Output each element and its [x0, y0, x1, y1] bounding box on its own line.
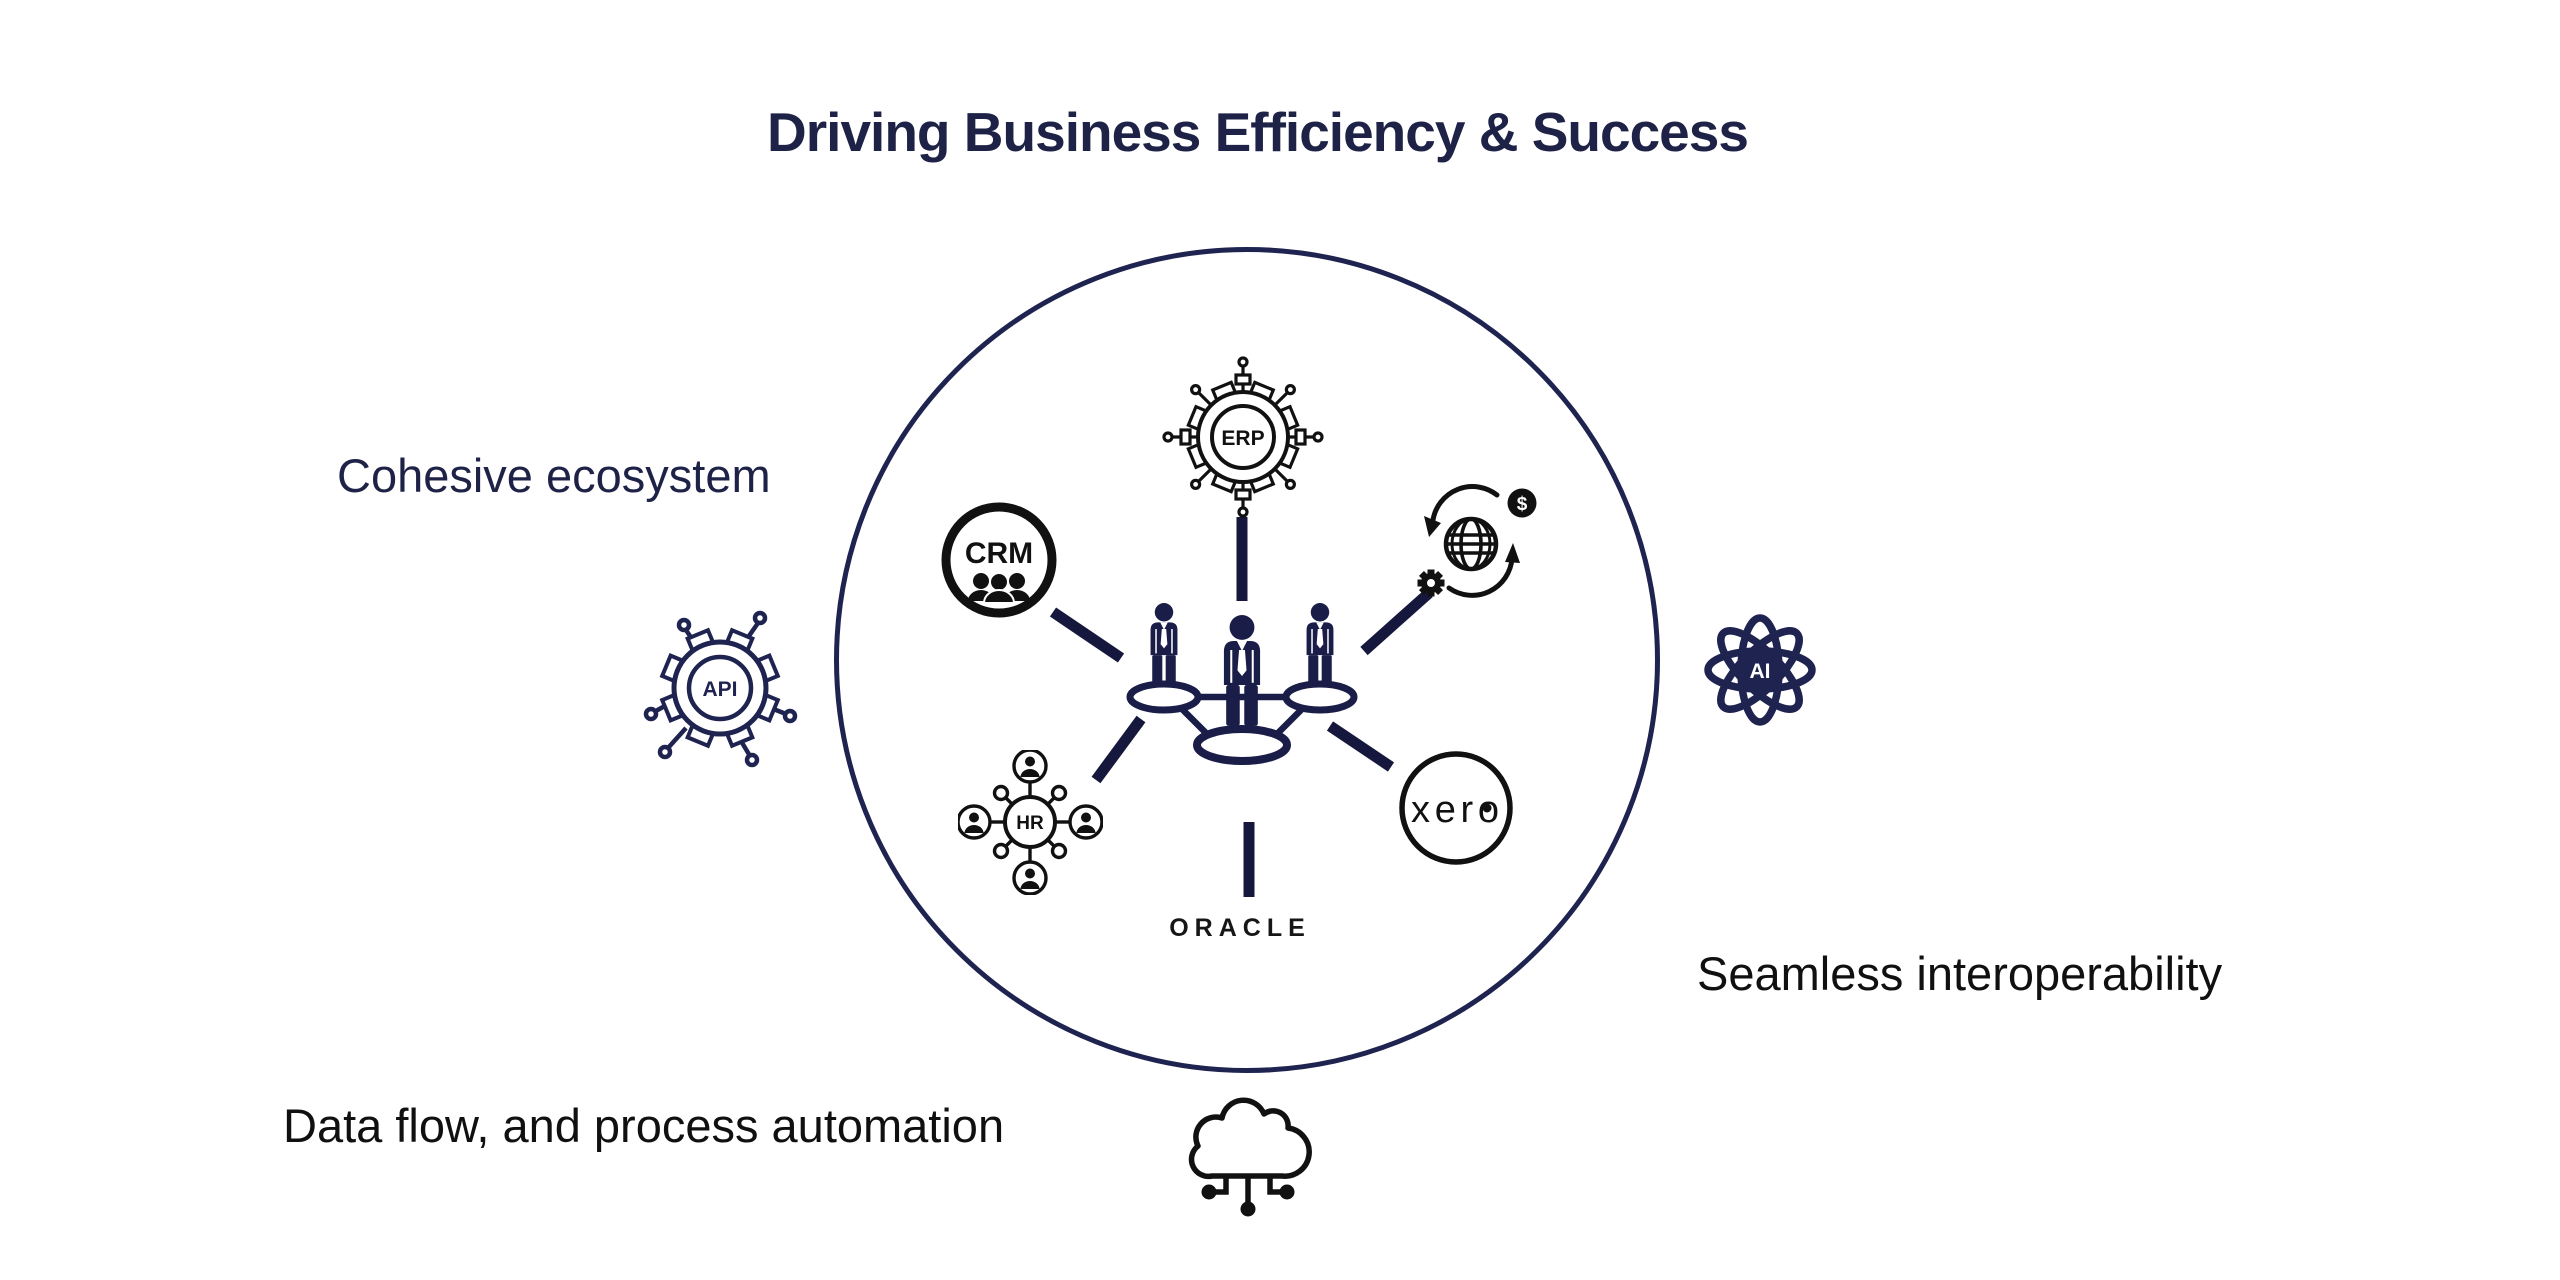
- crm-icon: CRM: [941, 502, 1057, 618]
- connector-crm: [1049, 607, 1125, 663]
- xero-o-dot: [1482, 803, 1492, 813]
- connector-xero: [1326, 721, 1395, 772]
- cloud-network-icon: [1188, 1097, 1312, 1217]
- annotation-data-flow-automation: Data flow, and process automation: [283, 1099, 1005, 1152]
- team-network-icon: [1126, 602, 1358, 765]
- ai-atom-icon: AI: [1704, 614, 1816, 726]
- xero-logo: xero: [1399, 751, 1513, 865]
- annotation-cohesive-ecosystem: Cohesive ecosystem: [337, 449, 771, 502]
- crm-label: CRM: [965, 537, 1033, 570]
- ai-label: AI: [1750, 660, 1771, 683]
- api-gear-icon: API: [643, 610, 798, 768]
- annotation-seamless-interoperability: Seamless interoperability: [1697, 947, 2223, 1000]
- ecosystem-circle: [834, 247, 1660, 1073]
- team-member-left: [1149, 602, 1179, 687]
- team-member-right: [1305, 602, 1335, 687]
- arrowhead-up: [1505, 543, 1520, 563]
- connector-hr: [1091, 715, 1146, 784]
- hr-label: HR: [1016, 813, 1044, 834]
- arrowhead-down: [1424, 516, 1441, 537]
- sync-arrow-top: [1430, 484, 1500, 523]
- erp-label: ERP: [1221, 427, 1264, 450]
- hr-network-icon: HR: [958, 750, 1103, 895]
- gear-icon: [1417, 569, 1445, 597]
- team-member-center: [1222, 613, 1262, 727]
- oracle-logo: ORACLE: [1169, 914, 1311, 942]
- dollar-badge: [1507, 488, 1537, 518]
- erp-gear-icon: ERP: [1162, 356, 1324, 518]
- page-title: Driving Business Efficiency & Success: [767, 101, 1749, 163]
- global-finance-sync-icon: $: [1417, 484, 1537, 598]
- api-label: API: [702, 678, 737, 701]
- dollar-sign: $: [1517, 494, 1528, 515]
- connector-finance: [1360, 588, 1433, 656]
- sync-arrow-bottom: [1446, 555, 1515, 598]
